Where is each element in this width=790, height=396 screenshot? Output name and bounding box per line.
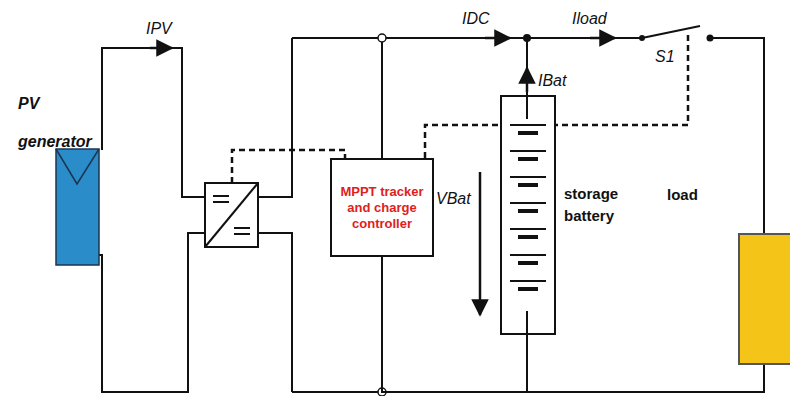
voltage-label: VBat	[436, 190, 471, 208]
battery-cells	[500, 95, 556, 335]
current-label: IPV	[146, 20, 172, 38]
control-line	[425, 34, 688, 158]
converter-negative-wire	[258, 233, 292, 392]
switch-contact	[707, 35, 714, 42]
battery-symbol: storage battery	[500, 95, 625, 335]
dc-dc-converter	[205, 183, 258, 247]
switch-lever	[642, 26, 700, 38]
pv-panel	[55, 148, 100, 266]
top-bus-wire	[292, 37, 642, 39]
load-top-wire	[710, 38, 764, 233]
junction	[378, 34, 386, 42]
load-box: load	[655, 182, 790, 365]
battery-top-wire	[526, 38, 528, 95]
current-arrow	[150, 47, 172, 50]
load-resistor	[738, 233, 790, 365]
node-text: MPPT tracker and charge controller	[336, 184, 428, 232]
pv-generator: PV generator	[18, 85, 108, 267]
switch-contact	[639, 35, 645, 41]
node-text: storage battery	[564, 183, 624, 227]
control-line	[232, 150, 345, 183]
current-label: IBat	[538, 72, 566, 90]
pv-negative-wire	[98, 233, 205, 392]
current-label: IDC	[462, 10, 490, 28]
junction	[523, 34, 531, 42]
converter-positive-wire	[258, 38, 292, 197]
switch-label: S1	[655, 48, 675, 66]
node-text: load	[667, 186, 698, 203]
voltage-arrow	[479, 172, 482, 315]
current-arrow	[526, 68, 529, 92]
bus-connector	[527, 335, 764, 392]
controller-box: MPPT tracker and charge controller	[330, 158, 434, 257]
current-arrow	[485, 37, 510, 40]
current-label: Iload	[572, 10, 607, 28]
node-text: PV generator	[18, 85, 103, 161]
mppt-top-wire	[381, 38, 383, 158]
current-arrow	[590, 37, 615, 40]
pv-positive-wire	[102, 48, 205, 197]
